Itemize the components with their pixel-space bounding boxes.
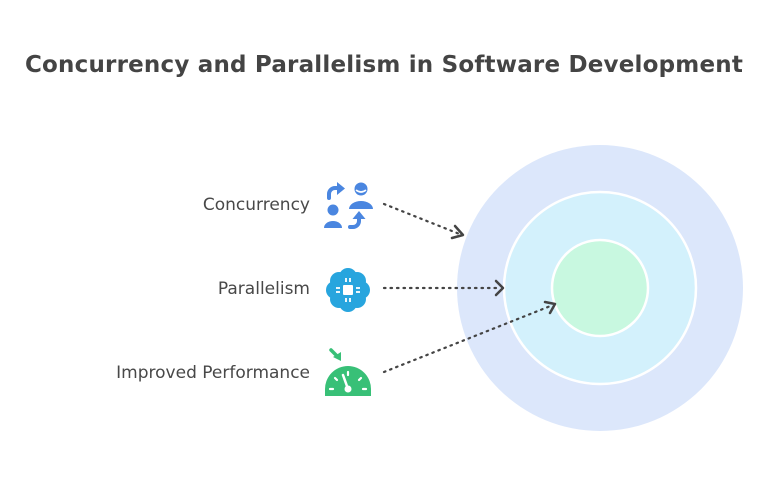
arrow-parallelism [382, 279, 505, 297]
speedometer-icon [325, 348, 371, 396]
people-exchange-icon [324, 182, 373, 229]
arrow-improved-performance [382, 300, 557, 374]
arrow-concurrency [382, 202, 465, 240]
label-parallelism: Parallelism [217, 279, 310, 299]
inner-ring [550, 238, 650, 338]
processor-chip-icon [326, 268, 370, 312]
diagram-title: Concurrency and Parallelism in Software … [24, 52, 744, 78]
label-improved-performance: Improved Performance [116, 363, 310, 383]
label-concurrency: Concurrency [202, 195, 310, 215]
